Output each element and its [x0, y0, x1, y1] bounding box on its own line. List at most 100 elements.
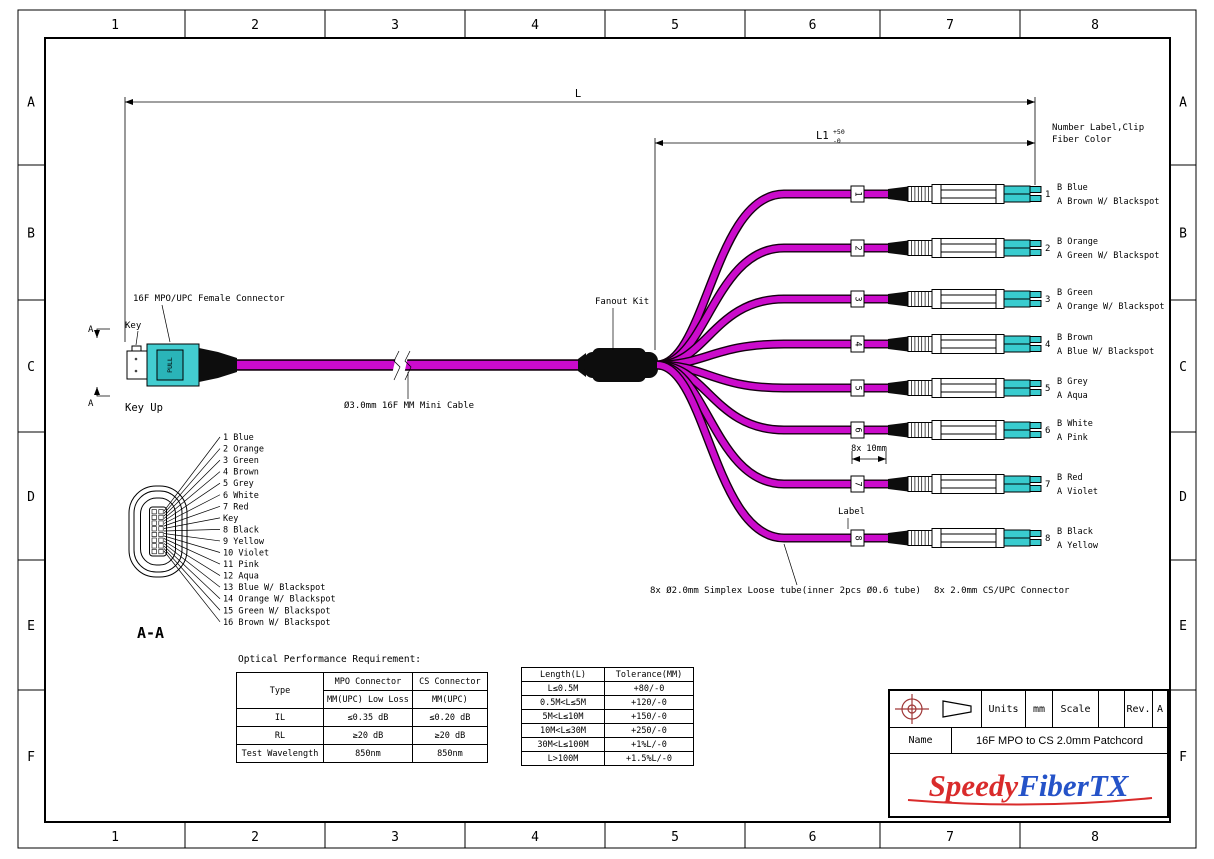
grid-col-label: 5	[671, 830, 679, 845]
grid-row-label: E	[27, 619, 35, 634]
cs-connector-body	[931, 420, 1005, 440]
mpo-pull-text: PULL	[166, 357, 174, 373]
branch-number-clip	[850, 239, 865, 257]
branch-number: 7	[853, 481, 863, 486]
length-table-header: Tolerance(MM)	[604, 667, 694, 682]
simplex-tube-label: 8x Ø2.0mm Simplex Loose tube(inner 2pcs …	[650, 585, 921, 596]
branch-index: 8	[1045, 534, 1050, 544]
cs-ferrule-top	[1029, 530, 1042, 537]
xsec-fiber	[158, 531, 164, 537]
grid-col-label: 6	[809, 830, 817, 845]
line	[163, 517, 221, 529]
cs-ferrule-bottom	[1029, 300, 1042, 307]
mpo-connector: PULL	[126, 343, 237, 387]
dimension-L1: L1 +50 -0	[654, 128, 1035, 350]
cs-ferrule-bottom	[1029, 485, 1042, 492]
optical-cell: ≥20 dB	[323, 726, 413, 745]
branch-number-clip	[850, 475, 865, 493]
line	[163, 550, 221, 623]
length-table-cell: L>100M	[521, 751, 605, 766]
fiber-color-note: Fiber Color	[1052, 135, 1112, 145]
line	[163, 545, 221, 599]
drawing-name: 16F MPO to CS 2.0mm Patchcord	[976, 734, 1143, 747]
units-value: mm	[1026, 691, 1053, 727]
xsec-fiber	[151, 537, 157, 543]
logo-speedy: Speedy	[928, 767, 1019, 803]
length-table-cell: +150/-0	[604, 709, 694, 724]
length-table-cell: +1%L/-0	[604, 737, 694, 752]
grid-col-label: 1	[111, 830, 119, 845]
length-table-cell: +80/-0	[604, 681, 694, 696]
length-table-cell: +1.5%L/-0	[604, 751, 694, 766]
cs-ferrule-top	[1029, 240, 1042, 247]
rev-value: A	[1156, 703, 1164, 715]
title-block-row-1: Units mm Scale Rev. A	[890, 691, 1167, 728]
branch-number-clip	[850, 335, 865, 353]
cs-connector-boot	[888, 240, 908, 256]
dim-l1-label: L1	[816, 130, 829, 142]
fiber-color-b: B Black	[1057, 527, 1093, 537]
cs-ferrule-top	[1029, 476, 1042, 483]
line	[163, 540, 221, 576]
grid-col-label: 7	[946, 830, 954, 845]
title-block: Units mm Scale Rev. A Name 16F MPO to CS…	[888, 689, 1169, 818]
scale-label: Scale	[1053, 691, 1099, 727]
branch-number-clip	[850, 421, 865, 439]
polyline	[94, 328, 110, 338]
cs-connector-boot	[888, 422, 908, 438]
line	[163, 529, 221, 532]
xsec-fiber-label: 4 Brown	[223, 468, 259, 478]
path	[907, 797, 1153, 806]
grid-col-label: 5	[671, 18, 679, 33]
optical-cs-subheader: MM(UPC)	[411, 690, 488, 709]
dimension-branch-pitch: 8x 10mm	[851, 444, 887, 464]
branch-number-clip	[850, 379, 865, 397]
grid-col-label: 6	[809, 18, 817, 33]
grid-row-label: C	[1179, 360, 1187, 375]
cs-ferrule-bottom	[1029, 389, 1042, 396]
optical-mpo-header: MPO Connector	[323, 672, 413, 691]
xsec-fiber-label: 15 Green W/ Blackspot	[223, 606, 330, 616]
cs-ferrule-top	[1029, 186, 1042, 193]
line	[163, 436, 221, 512]
xsec-fiber	[158, 543, 164, 549]
optical-cell: ≤0.20 dB	[411, 708, 488, 727]
grid-col-label: 4	[531, 830, 539, 845]
section-cut-marks: A A	[88, 325, 110, 409]
cable-label: Ø3.0mm 16F MM Mini Cable	[344, 400, 474, 411]
line	[163, 538, 221, 565]
cs-connector-label: 8x 2.0mm CS/UPC Connector	[934, 586, 1070, 596]
fiber-color-a: A Brown W/ Blackspot	[1057, 197, 1159, 207]
fiber-color-b: B Green	[1057, 288, 1093, 298]
fiber-color-b: B Blue	[1057, 183, 1088, 193]
cs-connector-boot	[888, 530, 908, 546]
cs-connector-boot	[888, 336, 908, 352]
cs-ferrule-bottom	[1029, 539, 1042, 546]
mpo-key-notch	[131, 345, 142, 352]
branch-number: 6	[853, 427, 863, 432]
tr: IL ≤0.35 dB ≤0.20 dB	[236, 708, 488, 727]
grid-row-label: B	[27, 227, 35, 242]
tbody: Type MPO Connector CS Connector MM(UPC) …	[236, 672, 488, 763]
fiber-color-a: A Orange W/ Blackspot	[1057, 302, 1164, 312]
line	[163, 448, 221, 514]
grid-col-label: 1	[111, 18, 119, 33]
xsec-fiber-label: 7 Red	[223, 502, 249, 512]
polygon	[578, 353, 586, 377]
grid-row-label: D	[27, 490, 35, 505]
line	[163, 535, 221, 553]
xsec-fiber	[158, 514, 164, 520]
xsec-fiber-label: 5 Grey	[223, 479, 254, 489]
number-label-clip-note: Number Label,Clip	[1052, 123, 1144, 133]
fiber-color-b: B Red	[1057, 473, 1083, 483]
projection-symbols	[890, 691, 982, 727]
units-label: Units	[982, 691, 1026, 727]
branch-cable	[656, 361, 892, 542]
xsec-fiber	[158, 509, 164, 515]
grid-row-label: B	[1179, 227, 1187, 242]
dim-l1-minus: -0	[833, 137, 841, 145]
